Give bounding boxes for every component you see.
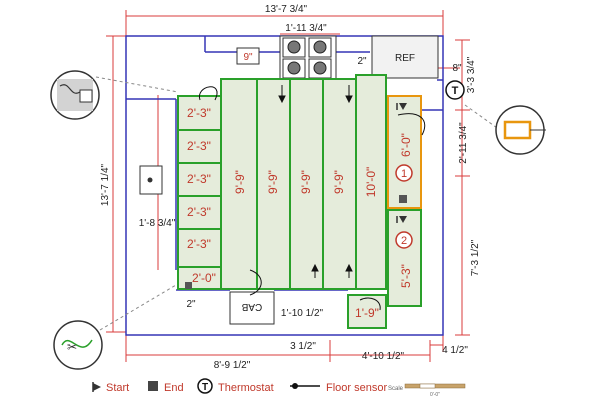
scale-value: 0'-0" bbox=[430, 392, 440, 398]
zone-2-label: 2 bbox=[401, 235, 407, 247]
sink-icon bbox=[139, 165, 163, 195]
sensor-box-label: 9" bbox=[243, 52, 253, 63]
ref-label: REF bbox=[395, 53, 415, 64]
zone-1-label: 1 bbox=[401, 168, 407, 180]
legend-thermostat-symbol: T bbox=[202, 382, 208, 393]
small-run-end-label: 2'-0" bbox=[192, 271, 216, 285]
cab-label: CAB bbox=[241, 301, 262, 312]
small-run-label: 2'-3" bbox=[187, 106, 211, 120]
dim-range-width: 1'-11 3/4" bbox=[285, 23, 327, 34]
refrigerator: REF bbox=[371, 35, 439, 79]
dim-bottom-3-1-2: 3 1/2" bbox=[290, 341, 316, 352]
dim-bottom-8-9: 8'-9 1/2" bbox=[214, 360, 251, 371]
heating-mat-zones bbox=[177, 74, 422, 329]
cooktop bbox=[279, 35, 337, 80]
dim-right-7-3: 7'-3 1/2" bbox=[470, 239, 481, 276]
run-label: 10'-0" bbox=[364, 167, 378, 198]
zone-size-labels: 6'-0" 5'-3" 1'-9" bbox=[355, 133, 413, 320]
zone-2-marker: 2 bbox=[395, 231, 413, 249]
scale-bar: Scale 0'-0" bbox=[388, 383, 466, 398]
legend: Start End T Thermostat Floor sensor bbox=[92, 378, 387, 394]
dim-bottom-4-10: 4'-10 1/2" bbox=[362, 351, 405, 362]
dim-right-2-11: 2'-11 3/4" bbox=[458, 122, 469, 164]
legend-end: End bbox=[164, 382, 184, 394]
small-run-label: 2'-3" bbox=[187, 237, 211, 251]
zone-1-size: 6'-0" bbox=[399, 133, 413, 157]
dim-gap-bottom: 2" bbox=[186, 299, 196, 310]
run-arrows bbox=[278, 85, 353, 278]
mat-turns bbox=[199, 86, 426, 311]
small-run-labels: 2'-3" 2'-3" 2'-3" 2'-3" 2'-3" 2'-0" bbox=[187, 106, 216, 285]
run-label: 9'-9" bbox=[332, 170, 346, 194]
zone-1-marker: 1 bbox=[395, 164, 413, 182]
scale-label: Scale bbox=[388, 386, 404, 392]
long-run-labels: 9'-9" 9'-9" 9'-9" 9'-9" 10'-0" bbox=[233, 167, 378, 198]
dim-cab-gap: 1'-10 1/2" bbox=[281, 308, 324, 319]
run-label: 9'-9" bbox=[233, 170, 247, 194]
zone-markers bbox=[185, 103, 407, 289]
run-label: 9'-9" bbox=[299, 170, 313, 194]
bottom-run-size: 1'-9" bbox=[355, 306, 379, 320]
dim-left-overall: 13'-7 1/4" bbox=[100, 163, 111, 206]
detail-callout-thermostat bbox=[464, 104, 546, 155]
legend-thermostat: Thermostat bbox=[218, 382, 274, 394]
detail-callout-wiring: ✂ bbox=[53, 284, 177, 370]
dim-bottom-4-1-2: 4 1/2" bbox=[442, 345, 468, 356]
dim-left-1-8: 1'-8 3/4" bbox=[139, 218, 176, 229]
cabinet: CAB bbox=[229, 291, 275, 325]
small-run-label: 2'-3" bbox=[187, 172, 211, 186]
detail-callout-sensor bbox=[50, 70, 179, 120]
sensor-box: 9" bbox=[236, 47, 260, 65]
zone-2-size: 5'-3" bbox=[399, 264, 413, 288]
small-run-label: 2'-3" bbox=[187, 205, 211, 219]
small-run-label: 2'-3" bbox=[187, 139, 211, 153]
thermostat-symbol: T bbox=[445, 80, 465, 100]
legend-floor-sensor: Floor sensor bbox=[326, 382, 387, 394]
dimension-text: 13'-7 3/4" 13'-7 1/4" 1'-11 3/4" 2" 8" 3… bbox=[100, 4, 481, 371]
dim-top-overall: 13'-7 3/4" bbox=[265, 4, 308, 15]
run-label: 9'-9" bbox=[266, 170, 280, 194]
dim-right-3-3: 3'-3 3/4" bbox=[466, 56, 477, 93]
dim-right-8: 8" bbox=[452, 63, 462, 74]
legend-start: Start bbox=[106, 382, 129, 394]
dim-gap-top: 2" bbox=[357, 56, 367, 67]
svg-text:✂: ✂ bbox=[67, 340, 77, 354]
thermostat-symbol-label: T bbox=[452, 85, 459, 97]
